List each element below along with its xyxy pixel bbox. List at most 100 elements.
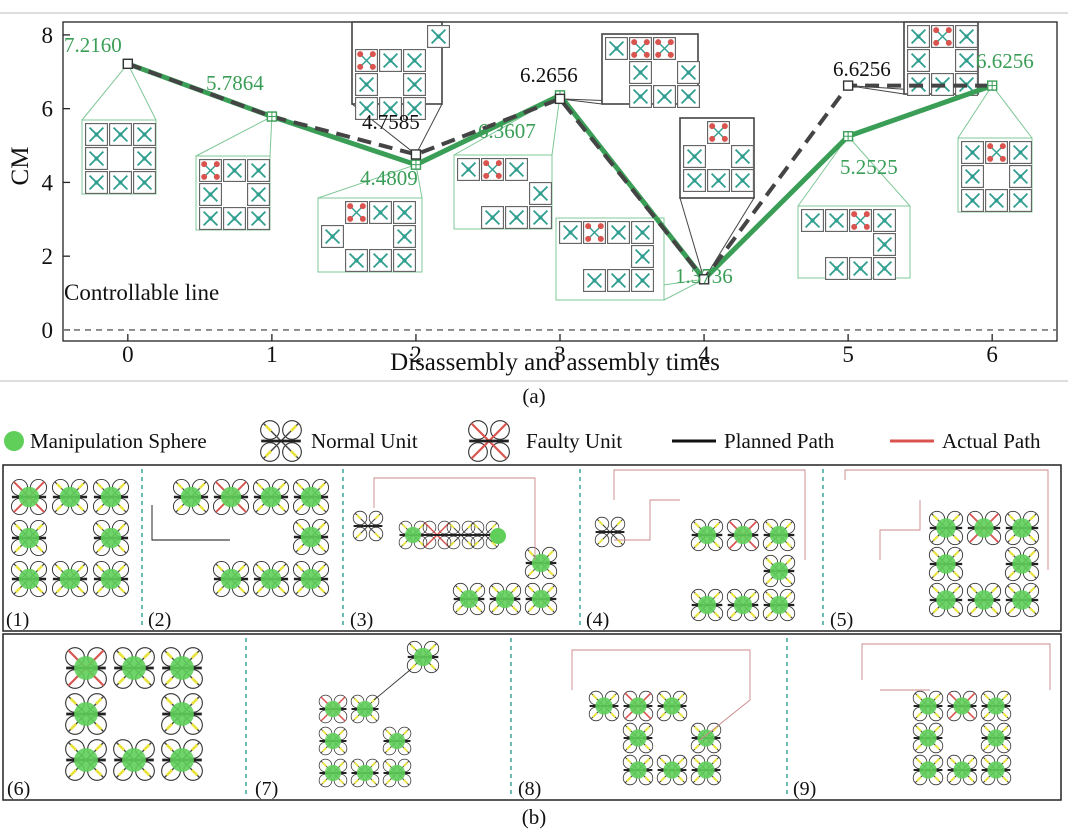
- manipulation-sphere-icon: [769, 595, 789, 615]
- normal-cell-icon: [223, 159, 246, 182]
- inset-connector: [679, 197, 705, 280]
- inset-connector: [847, 135, 911, 207]
- inset-connector: [957, 85, 993, 139]
- manipulation-sphere-icon: [18, 486, 40, 508]
- manipulation-sphere-icon: [953, 697, 971, 715]
- faulty-cell-icon: [849, 209, 872, 232]
- normal-cell-icon: [629, 85, 652, 108]
- label-solid-3: 6.3607: [478, 119, 536, 143]
- point-shared: [122, 58, 134, 70]
- normal-cell-icon: [109, 123, 132, 146]
- subpanel-8-label: (8): [518, 778, 541, 800]
- manipulation-sphere-icon: [170, 702, 194, 726]
- subpanel-2-label: (2): [148, 609, 171, 631]
- normal-cell-icon: [683, 169, 706, 192]
- x-tick-label: 6: [986, 342, 998, 367]
- manipulation-sphere-icon: [919, 729, 937, 747]
- manipulation-sphere-icon: [987, 697, 1005, 715]
- faulty-cell-icon: [355, 49, 378, 72]
- manipulation-sphere-icon: [324, 732, 342, 750]
- subpanel-7-label: (7): [255, 778, 278, 800]
- normal-cell-icon: [873, 257, 896, 280]
- faulty-cell-icon: [481, 158, 504, 181]
- y-tick-label: 6: [42, 97, 54, 122]
- manipulation-sphere-icon: [300, 526, 322, 548]
- point-dashed: [410, 149, 422, 160]
- faulty-cell-icon: [345, 201, 368, 224]
- legend-normal-unit: Normal Unit: [311, 429, 418, 453]
- manipulation-sphere-icon: [59, 486, 81, 508]
- manipulation-sphere-icon: [697, 595, 717, 615]
- inset-connector: [127, 63, 157, 121]
- inset-connector: [848, 85, 905, 95]
- manipulation-sphere-icon: [974, 518, 994, 538]
- inset-connector: [81, 63, 129, 121]
- manipulation-sphere-icon: [260, 486, 282, 508]
- manipulation-sphere-icon: [260, 568, 282, 590]
- normal-cell-icon: [505, 158, 528, 181]
- normal-cell-icon: [583, 269, 606, 292]
- manipulation-sphere-icon: [4, 431, 24, 451]
- caption-b: (b): [522, 805, 547, 829]
- manipulation-sphere-icon: [936, 518, 956, 538]
- manipulation-sphere-icon: [388, 764, 406, 782]
- normal-cell-icon: [907, 25, 930, 48]
- label-dashed-2: 4.7585: [362, 110, 420, 134]
- normal-cell-icon: [849, 257, 872, 280]
- normal-cell-icon: [825, 209, 848, 232]
- manipulation-sphere-icon: [18, 568, 40, 590]
- normal-cell-icon: [247, 183, 270, 206]
- configuration-insets: [81, 21, 1033, 301]
- faulty-cell-icon: [931, 25, 954, 48]
- inset-connector: [551, 95, 561, 156]
- label-dashed-5: 6.6256: [833, 57, 891, 81]
- normal-cell-icon: [677, 85, 700, 108]
- x-tick-label: 2: [410, 342, 422, 367]
- normal-cell-icon: [345, 249, 368, 272]
- legend-manipulation-sphere: Manipulation Sphere: [30, 429, 207, 453]
- manipulation-sphere-icon: [100, 486, 122, 508]
- manipulation-sphere-icon: [388, 732, 406, 750]
- normal-cell-icon: [369, 249, 392, 272]
- normal-cell-icon: [223, 207, 246, 230]
- normal-cell-icon: [1009, 189, 1032, 212]
- subpanel-6-label: (6): [7, 778, 30, 800]
- inset-connector: [703, 197, 755, 280]
- manipulation-sphere-icon: [170, 656, 194, 680]
- manipulation-sphere-icon: [122, 748, 146, 772]
- normal-cell-icon: [629, 61, 652, 84]
- x-tick-label: 1: [266, 342, 278, 367]
- legend: Manipulation Sphere Normal Unit Faulty U…: [4, 419, 1041, 463]
- normal-cell-icon: [731, 169, 754, 192]
- normal-cell-icon: [529, 206, 552, 229]
- x-tick-label: 0: [122, 342, 134, 367]
- manipulation-sphere-icon: [300, 486, 322, 508]
- inset-connector: [559, 98, 603, 105]
- manipulation-sphere-icon: [595, 697, 613, 715]
- manipulation-sphere-icon: [629, 729, 647, 747]
- faulty-unit-icon: [467, 419, 511, 463]
- actual-path: [373, 477, 536, 560]
- manipulation-sphere-icon: [531, 553, 551, 573]
- manipulation-sphere-icon: [663, 697, 681, 715]
- inset-connector: [195, 116, 273, 157]
- y-tick-label: 2: [42, 244, 54, 269]
- manipulation-sphere-icon: [356, 764, 374, 782]
- normal-cell-icon: [403, 49, 426, 72]
- inset-connector: [415, 164, 423, 199]
- normal-cell-icon: [631, 269, 654, 292]
- normal-cell-icon: [109, 171, 132, 194]
- x-tick-label: 5: [842, 342, 854, 367]
- manipulation-sphere-icon: [459, 589, 479, 609]
- point-shared: [698, 274, 710, 285]
- normal-cell-icon: [393, 201, 416, 224]
- faulty-cell-icon: [583, 221, 606, 244]
- x-axis-label: Disassembly and assembly times: [390, 349, 720, 376]
- normal-cell-icon: [955, 49, 978, 72]
- legend-planned-path: Planned Path: [724, 429, 835, 453]
- normal-cell-icon: [731, 145, 754, 168]
- normal-cell-icon: [801, 209, 824, 232]
- subpanel-5-label: (5): [830, 609, 853, 631]
- normal-cell-icon: [961, 165, 984, 188]
